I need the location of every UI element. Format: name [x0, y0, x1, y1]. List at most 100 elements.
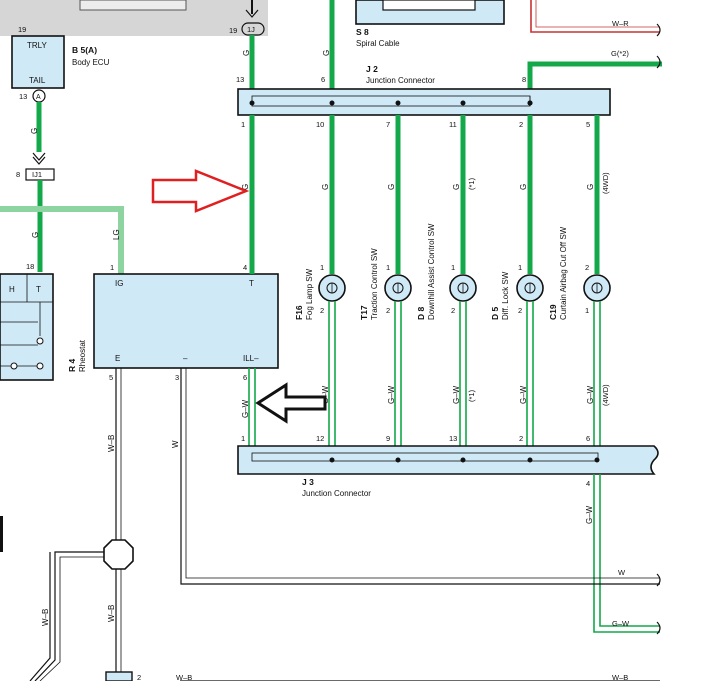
wire-4wd-top: (4WD) [601, 172, 610, 194]
wire-g-3: G [387, 184, 396, 190]
j3-top-pin-1: 1 [241, 434, 245, 443]
wire-gw-5: G–W [519, 385, 528, 404]
wire-g-6: G [586, 184, 595, 190]
rheostat-num-e: 5 [109, 373, 113, 382]
wire-gw-2: G–W [321, 385, 330, 404]
wire-wb-bottom-right-label: W–B [612, 673, 628, 681]
j2-top-pin-6: 6 [321, 75, 325, 84]
green-verticals: G G G G (*1) G G (4WD) [241, 115, 610, 274]
ij-top-label: 1J [247, 25, 255, 34]
f16-pin-bottom: 2 [320, 306, 324, 315]
c19-name: Curtain Airbag Cut Off SW [559, 226, 568, 320]
j3-top-pin-6: 6 [586, 434, 590, 443]
wire-top-g-label: G [242, 50, 251, 56]
d8-name: Downhill Assist Control SW [427, 223, 436, 320]
left-connector-pin-h: H [9, 285, 15, 294]
j2-bottom-pin-2: 2 [519, 120, 523, 129]
body-ecu-trly: TRLY [27, 41, 48, 50]
rheostat-num-minus: 3 [175, 373, 179, 382]
spiral-cable: S 8 Spiral Cable [355, 0, 505, 48]
wire-gw-j3-exit: G–W G–W [585, 474, 661, 635]
j2-top-pin-8: 8 [522, 75, 526, 84]
j3-top-pin-2: 2 [519, 434, 523, 443]
body-ecu: 19 TRLY TAIL B 5(A) Body ECU 13 A [11, 25, 110, 103]
bottom-pin-2: 2 [137, 673, 141, 681]
ij1-label: IJ1 [32, 170, 42, 179]
rheostat-num-ig: 1 [110, 263, 114, 272]
j3-top-pin-13: 13 [449, 434, 457, 443]
junction-j2: J 2 Junction Connector [237, 64, 611, 116]
t17-name: Traction Control SW [370, 248, 379, 320]
wire-gw-1: G–W [241, 399, 250, 418]
rheostat-code: R 4 [67, 359, 77, 373]
wire-star1-bottom: (*1) [467, 389, 476, 402]
wire-g-5: G [519, 184, 528, 190]
wire-spiral: G 6 [321, 0, 335, 90]
wire-gw-4: G–W [452, 385, 461, 404]
wire-w-label: W [171, 440, 180, 448]
d8-code: D 8 [416, 307, 426, 321]
body-ecu-name: Body ECU [72, 58, 110, 67]
f16-name: Fog Lamp SW [305, 268, 314, 320]
j3-top-pin-9: 9 [386, 434, 390, 443]
wire-left-green: G IJ1 8 G 18 [16, 102, 55, 272]
rheostat-pin-ig: IG [115, 279, 123, 288]
j3-top-pin-12: 12 [316, 434, 324, 443]
j3-bottom-pin-4: 4 [586, 479, 590, 488]
d5-pin-top: 1 [518, 263, 522, 272]
j2-bottom-pin-1: 1 [241, 120, 245, 129]
j2-bottom-pin-11: 11 [449, 120, 457, 129]
rheostat-num-ill: 6 [243, 373, 247, 382]
rheostat-name: Rheostat [78, 339, 87, 372]
wire-lg: LG 1 [0, 206, 124, 274]
top-junction-1j: 19 1J G 13 [229, 0, 265, 90]
j3-top-pins: 1 12 9 13 2 6 [241, 434, 590, 443]
wire-g-1: G [241, 184, 250, 190]
ij1-pin: 8 [16, 170, 20, 179]
wire-lg-label: LG [112, 229, 121, 240]
t17-code: T17 [359, 305, 369, 320]
rheostat-pin-e: E [115, 354, 120, 363]
ij-top-pin: 19 [229, 26, 237, 35]
wire-wb-label-3: W–B [41, 609, 50, 626]
c19-pin-top: 2 [585, 263, 589, 272]
wire-wb-label: W–B [107, 435, 116, 452]
gw-wires-switch-to-j3: G–W G–W G–W G–W (*1) G–W G–W (4WD) [241, 301, 610, 446]
wire-wb-bottom-label: W–B [176, 673, 192, 681]
t17-pin-top: 1 [386, 263, 390, 272]
wire-g-star2: G(*2) 8 [522, 49, 662, 90]
wire-spiral-g-label: G [322, 50, 331, 56]
j2-bottom-pin-10: 10 [316, 120, 324, 129]
left-connector-pin-18: 18 [26, 262, 34, 271]
rheostat: IG T E – ILL– R 4 Rheostat 5 3 4 6 [67, 263, 279, 382]
wire-gw-exit-label-h: G–W [612, 619, 630, 628]
top-gray-panel [0, 0, 268, 36]
rheostat-pin-t: T [249, 279, 254, 288]
spiral-cable-name: Spiral Cable [356, 39, 400, 48]
wire-w-label-h: W [618, 568, 626, 577]
f16-pin-top: 1 [320, 263, 324, 272]
switch-f16: 1 2 F16 Fog Lamp SW [294, 263, 346, 320]
switch-row: 1 2 F16 Fog Lamp SW 1 2 T17 Traction Con… [294, 223, 611, 321]
f16-code: F16 [294, 305, 304, 320]
d5-name: Diff. Lock SW [501, 271, 510, 320]
wire-star1-top: (*1) [467, 177, 476, 190]
j2-top-pin-13: 13 [236, 75, 244, 84]
j2-bottom-pin-7: 7 [386, 120, 390, 129]
switch-d5: 1 2 D 5 Diff. Lock SW [490, 263, 544, 320]
wire-gw-3: G–W [387, 385, 396, 404]
red-arrow [151, 169, 250, 213]
wire-g-star2-label: G(*2) [611, 49, 629, 58]
switch-c19: 2 1 C19 Curtain Airbag Cut Off SW [548, 226, 611, 320]
connector-a-label: A [36, 94, 41, 101]
d5-pin-bottom: 2 [518, 306, 522, 315]
ground-junction-octagon [103, 539, 134, 570]
d8-pin-top: 1 [451, 263, 455, 272]
left-connector-pin-t: T [36, 285, 41, 294]
body-ecu-tail: TAIL [29, 76, 46, 85]
j3-name: Junction Connector [302, 489, 371, 498]
t17-pin-bottom: 2 [386, 306, 390, 315]
wire-w: W W [171, 368, 661, 587]
spiral-cable-code: S 8 [356, 27, 369, 37]
